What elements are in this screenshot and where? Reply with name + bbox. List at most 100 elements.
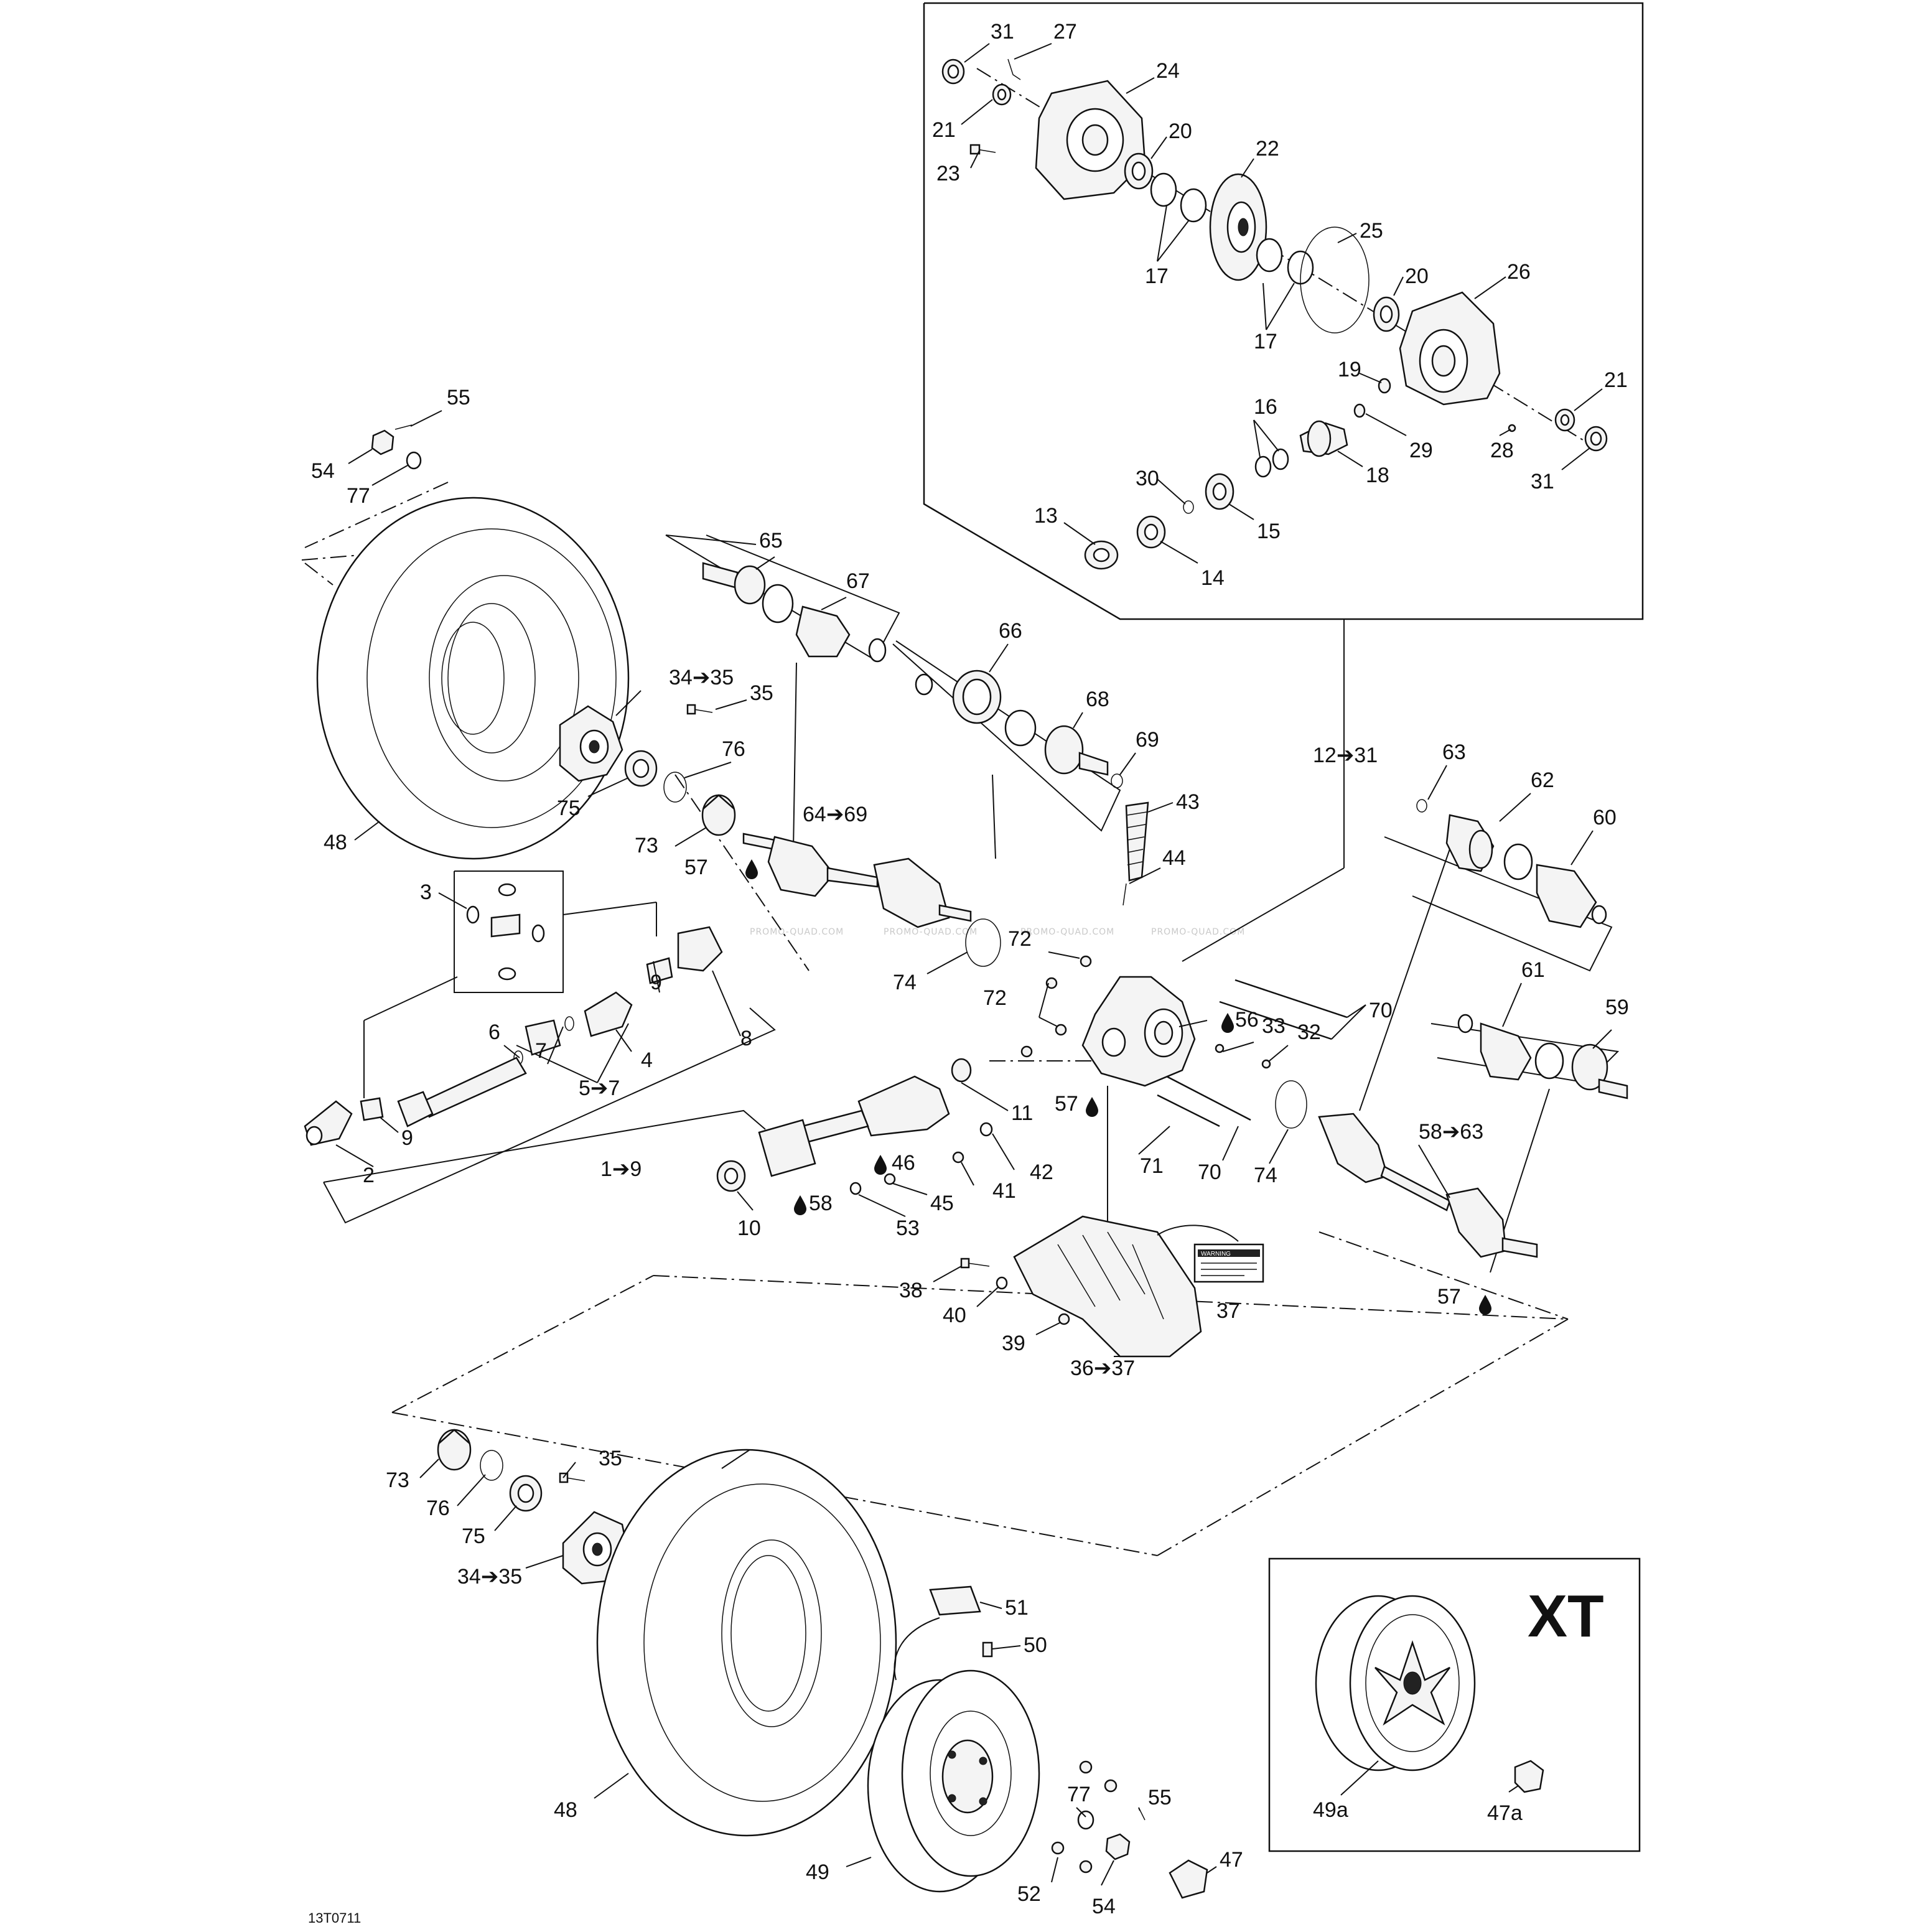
label-49: 49 xyxy=(806,1860,829,1884)
label-73: 73 xyxy=(386,1468,409,1492)
label-59: 59 xyxy=(1605,996,1629,1019)
label-69: 69 xyxy=(1136,728,1159,752)
label-39: 39 xyxy=(1002,1332,1025,1355)
label-70: 70 xyxy=(1369,999,1393,1022)
label-74: 74 xyxy=(1254,1164,1277,1187)
seal-10 xyxy=(716,1160,746,1192)
label-43: 43 xyxy=(1176,790,1200,814)
washer-33 xyxy=(1215,1043,1225,1053)
drop-icon xyxy=(874,1155,887,1175)
label-19: 19 xyxy=(1338,358,1361,381)
label-66: 66 xyxy=(999,619,1022,643)
label-17: 17 xyxy=(1254,330,1277,353)
clamp-67b xyxy=(868,638,887,663)
label-36-37: 36➔37 xyxy=(1070,1356,1135,1380)
label-73: 73 xyxy=(635,834,658,857)
label-20: 20 xyxy=(1169,119,1192,143)
joint-68 xyxy=(1044,725,1109,776)
label-62: 62 xyxy=(1531,768,1554,792)
u-joint-9-left xyxy=(360,1097,384,1121)
boot-60 xyxy=(1536,864,1597,928)
label-11: 11 xyxy=(1011,1101,1033,1125)
differential-parts xyxy=(941,58,1608,570)
slip-yoke-4 xyxy=(584,991,633,1037)
bearing-73-bottom xyxy=(437,1429,472,1471)
bearing-21-top xyxy=(992,83,1012,106)
label-27: 27 xyxy=(1053,20,1077,44)
label-24: 24 xyxy=(1156,59,1180,83)
pinion-18 xyxy=(1299,420,1348,457)
label-20: 20 xyxy=(1405,264,1429,288)
circlip-30 xyxy=(1183,500,1194,514)
ring-gear-22 xyxy=(1209,173,1267,281)
label-76: 76 xyxy=(426,1496,450,1520)
clamp-67a xyxy=(762,584,794,623)
label-9: 9 xyxy=(650,971,662,994)
svg-text:PROMO-QUAD.COM: PROMO-QUAD.COM xyxy=(1151,927,1245,937)
label-74: 74 xyxy=(893,971,917,994)
label-54: 54 xyxy=(311,459,335,483)
seal-75-top xyxy=(624,750,658,787)
svg-text:PROMO-QUAD.COM: PROMO-QUAD.COM xyxy=(1020,927,1114,937)
pin-27 xyxy=(1007,58,1021,80)
label-48: 48 xyxy=(554,1798,577,1822)
label-67: 67 xyxy=(846,569,870,593)
label-75: 75 xyxy=(557,796,581,820)
o-ring-74-bottom xyxy=(1275,1080,1307,1129)
xt-inset-content: XT xyxy=(1315,1583,1604,1793)
cap-47a xyxy=(1514,1760,1544,1793)
inset-title: XT xyxy=(1528,1583,1604,1650)
clamp-66b xyxy=(1004,709,1037,747)
differential-detail-frame xyxy=(923,2,1644,620)
label-45: 45 xyxy=(930,1192,954,1215)
label-57: 57 xyxy=(1437,1285,1461,1309)
label-21: 21 xyxy=(932,118,956,142)
bolt-23 xyxy=(969,144,996,155)
drive-shaft-assembly-left xyxy=(702,562,1123,967)
label-16: 16 xyxy=(1254,395,1277,419)
rim-49 xyxy=(867,1669,1040,1893)
drawing-code: 13T0711 xyxy=(308,1910,361,1926)
u-joint-kit-3 xyxy=(466,883,545,981)
label-56: 56 xyxy=(1235,1008,1259,1032)
label-22: 22 xyxy=(1256,137,1279,161)
label-34-35: 34➔35 xyxy=(457,1565,522,1589)
bolts-70-71-bottom xyxy=(1157,1075,1251,1127)
label-leader-lines xyxy=(335,43,1612,1886)
label-75: 75 xyxy=(462,1524,485,1548)
label-23: 23 xyxy=(936,162,960,185)
label-7: 7 xyxy=(535,1039,547,1063)
label-29: 29 xyxy=(1409,439,1433,462)
label-10: 10 xyxy=(737,1216,761,1240)
label-58: 58 xyxy=(809,1192,833,1215)
skid-plate-group: WARNING xyxy=(960,1215,1264,1358)
washer-19 xyxy=(1378,378,1391,394)
nut-39 xyxy=(1058,1313,1070,1325)
washer-40 xyxy=(996,1276,1008,1290)
label-60: 60 xyxy=(1593,806,1617,829)
svg-text:PROMO-QUAD.COM: PROMO-QUAD.COM xyxy=(884,927,978,937)
label-65: 65 xyxy=(759,529,783,553)
label-37: 37 xyxy=(1216,1299,1240,1323)
label-13: 13 xyxy=(1034,504,1058,528)
seal-31-right xyxy=(1584,426,1608,452)
label-53: 53 xyxy=(896,1216,920,1240)
label-1-9: 1➔9 xyxy=(600,1157,642,1181)
nut-54-top xyxy=(371,429,394,455)
label-5-7: 5➔7 xyxy=(579,1076,620,1100)
label-31: 31 xyxy=(991,20,1014,44)
stub-shaft-65 xyxy=(702,562,766,605)
washer-77-top xyxy=(406,451,422,470)
drop-icon xyxy=(1479,1295,1491,1315)
label-30: 30 xyxy=(1136,467,1159,490)
valve-label-51 xyxy=(929,1585,981,1616)
label-26: 26 xyxy=(1507,260,1531,284)
part-labels: 31 27 24 21 20 23 22 17 25 20 26 17 19 2… xyxy=(311,20,1629,1918)
label-17: 17 xyxy=(1145,264,1169,288)
washer-42 xyxy=(979,1122,993,1137)
screw-41 xyxy=(952,1151,964,1164)
label-42: 42 xyxy=(1030,1160,1053,1184)
label-35: 35 xyxy=(599,1447,622,1470)
bearing-20-bottom xyxy=(1373,296,1400,332)
rim-49a xyxy=(1315,1595,1476,1771)
